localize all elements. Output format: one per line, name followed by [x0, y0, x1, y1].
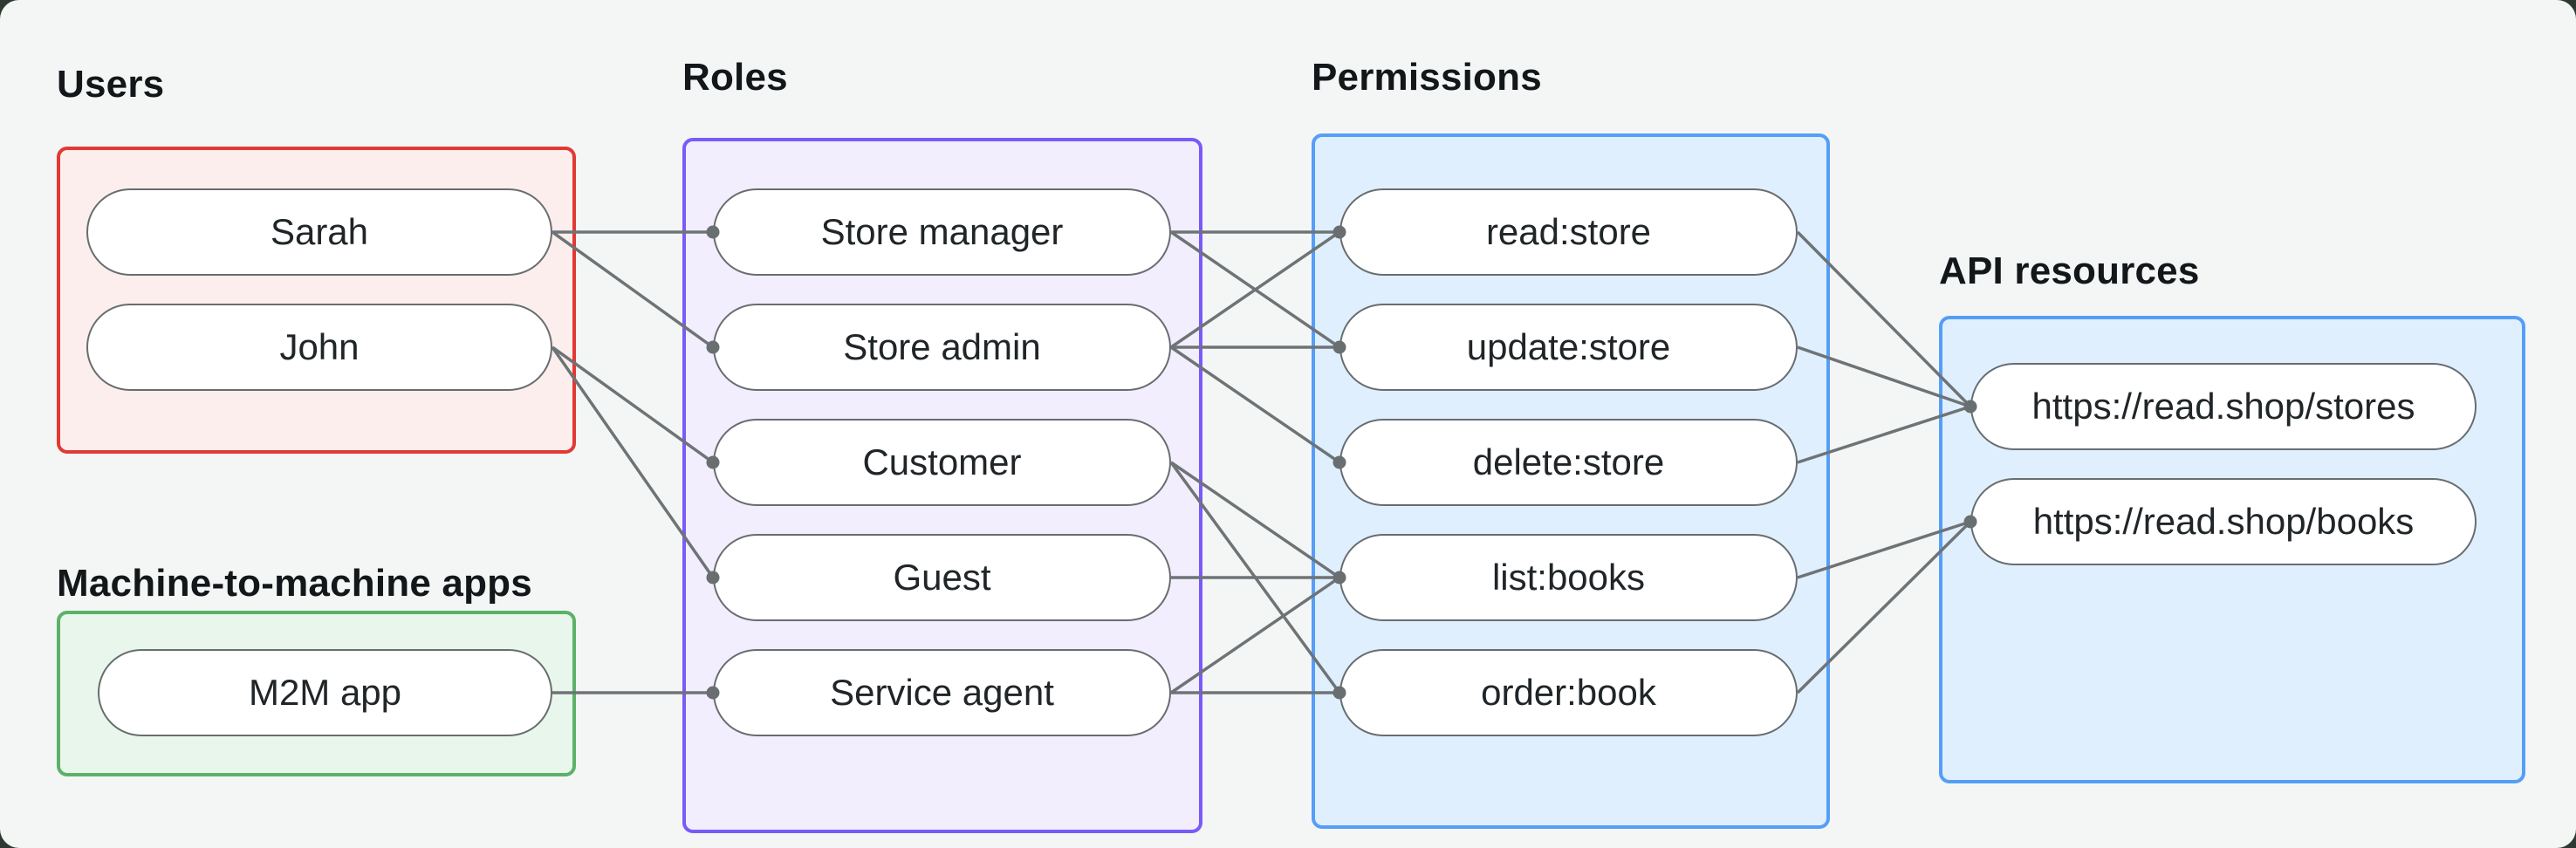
node-label-delete-store: delete:store — [1472, 441, 1665, 482]
group-label-api: API resources — [1939, 250, 2200, 292]
group-label-users: Users — [57, 63, 165, 106]
node-label-books: https://read.shop/books — [2032, 501, 2415, 542]
node-customer: Customer — [713, 419, 1171, 506]
node-label-service-agent: Service agent — [830, 672, 1054, 713]
node-store-admin: Store admin — [713, 304, 1171, 391]
node-label-store-admin: Store admin — [843, 326, 1041, 367]
node-label-store-manager: Store manager — [820, 211, 1064, 252]
node-sarah: Sarah — [86, 188, 552, 276]
node-service-agent: Service agent — [713, 649, 1171, 736]
node-john: John — [86, 304, 552, 391]
node-store-manager: Store manager — [713, 188, 1171, 276]
node-label-customer: Customer — [862, 441, 1022, 482]
node-delete-store: delete:store — [1339, 419, 1798, 506]
node-books: https://read.shop/books — [1970, 478, 2477, 565]
node-stores: https://read.shop/stores — [1970, 363, 2477, 450]
node-label-m2m-app: M2M app — [248, 672, 402, 713]
node-label-read-store: read:store — [1485, 211, 1652, 252]
node-order-book: order:book — [1339, 649, 1798, 736]
node-label-sarah: Sarah — [270, 211, 369, 252]
group-label-m2m: Machine-to-machine apps — [57, 562, 532, 605]
node-guest: Guest — [713, 534, 1171, 621]
node-label-list-books: list:books — [1491, 557, 1646, 598]
node-list-books: list:books — [1339, 534, 1798, 621]
node-label-order-book: order:book — [1481, 672, 1656, 713]
node-label-stores: https://read.shop/stores — [2031, 386, 2415, 427]
node-label-john: John — [279, 326, 360, 367]
node-update-store: update:store — [1339, 304, 1798, 391]
node-read-store: read:store — [1339, 188, 1798, 276]
node-label-guest: Guest — [893, 557, 991, 598]
node-m2m-app: M2M app — [98, 649, 552, 736]
node-label-update-store: update:store — [1466, 326, 1671, 367]
group-label-roles: Roles — [682, 56, 788, 99]
group-label-permissions: Permissions — [1312, 56, 1542, 99]
